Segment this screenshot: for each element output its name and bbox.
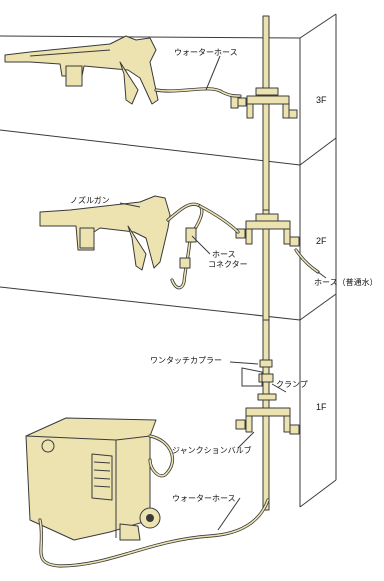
clamp-part [258,373,274,383]
junction-valve-2f [235,213,300,247]
hose-connector [185,227,197,243]
leader-lines [119,55,327,531]
junction-valve-1f [235,393,300,435]
label-hose-connector-line1: ホース [212,250,236,259]
building-wall [0,13,337,508]
junction-valve-3f [230,87,298,119]
label-junction-valve: ジャンクションバルブ [172,446,252,455]
nozzle-gun-3f [4,35,159,105]
nozzle-gun-2f [39,195,171,271]
label-hose-tap-water: ホース（普通水） [314,278,378,287]
blast-machine [25,417,161,541]
floor-label-2f: 2F [316,236,327,246]
label-one-touch-coupler: ワンタッチカプラー [150,356,222,365]
label-hose-connector-line2: コネクター [208,260,248,269]
main-pipe [262,15,270,511]
label-water-hose-bottom: ウォーターホース [172,494,236,503]
label-water-hose-top: ウォーターホース [174,48,238,57]
water-hose-2f [166,202,204,238]
label-nozzle-gun: ノズルガン [70,196,110,205]
floor-label-1f: 1F [316,402,327,412]
floor-label-3f: 3F [316,95,327,105]
coupler-part [259,359,273,368]
label-clamp: クランプ [276,380,308,389]
